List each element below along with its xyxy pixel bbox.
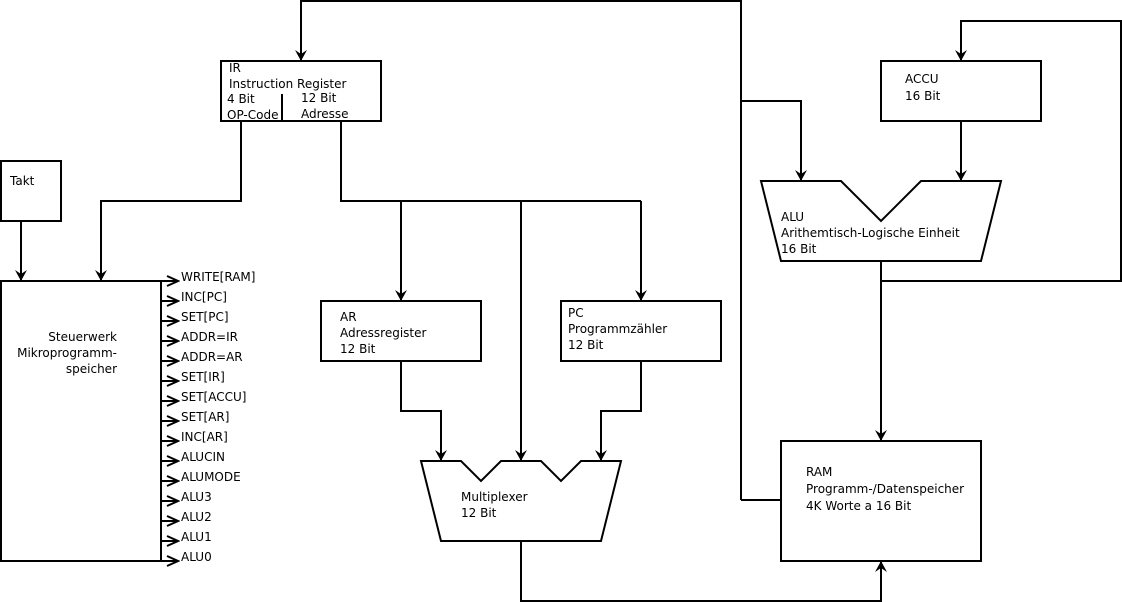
alu-label-2: Arithemtisch-Logische Einheit bbox=[781, 226, 960, 240]
control-signal-label: INC[PC] bbox=[181, 290, 227, 304]
ir-address-label: Adresse bbox=[301, 107, 349, 121]
ar-label-1: AR bbox=[340, 310, 357, 324]
mux-label-2: 12 Bit bbox=[461, 506, 497, 520]
wire-pc-to-mux bbox=[595, 361, 642, 461]
mux-label-1: Multiplexer bbox=[461, 490, 528, 504]
ir-name: IR bbox=[229, 61, 241, 75]
pc-label-2: Programmzähler bbox=[568, 322, 667, 336]
control-signal-label: SET[IR] bbox=[181, 370, 225, 384]
control-signals: WRITE[RAM] INC[PC] SET[PC] ADDR=IR ADDR=AR SE… bbox=[161, 270, 255, 564]
control-signal-label: INC[AR] bbox=[181, 430, 228, 444]
control-signal-label: ADDR=IR bbox=[181, 330, 238, 344]
wire-bus-to-ir bbox=[301, 0, 781, 501]
ram-block: RAM Programm-/Datenspeicher 4K Worte a 1… bbox=[780, 440, 982, 562]
multiplexer-block: Multiplexer 12 Bit bbox=[419, 460, 623, 542]
takt-label: Takt bbox=[9, 174, 35, 188]
control-signal-label: ALUCIN bbox=[181, 450, 225, 464]
control-signal-label: SET[AR] bbox=[181, 410, 229, 424]
takt-block: Takt bbox=[0, 160, 62, 222]
alu-block: ALU Arithemtisch-Logische Einheit 16 Bit bbox=[759, 180, 1003, 262]
wire-alu-to-accu-loop bbox=[881, 20, 1122, 282]
ram-label-1: RAM bbox=[806, 465, 832, 479]
ar-label-2: Adressregister bbox=[340, 326, 427, 340]
control-signal-label: WRITE[RAM] bbox=[181, 270, 255, 284]
accu-label-2: 16 Bit bbox=[905, 89, 941, 103]
steuerwerk-label-3: speicher bbox=[66, 362, 117, 376]
ir-address-bits: 12 Bit bbox=[301, 91, 337, 105]
wire-bus-to-alu bbox=[741, 100, 807, 181]
control-signal-label: ALUMODE bbox=[181, 470, 241, 484]
control-signal-label: SET[PC] bbox=[181, 310, 229, 324]
ram-label-3: 4K Worte a 16 Bit bbox=[806, 499, 911, 513]
alu-label-3: 16 Bit bbox=[781, 242, 817, 256]
steuerwerk-label-2: Mikroprogramm- bbox=[17, 346, 117, 360]
control-signal-label: SET[ACCU] bbox=[181, 390, 246, 404]
accu-block: ACCU 16 Bit bbox=[880, 60, 1042, 122]
wire-ir-address-bus bbox=[340, 122, 641, 202]
wire-ar-to-mux bbox=[400, 361, 447, 461]
ram-label-2: Programm-/Datenspeicher bbox=[806, 482, 964, 496]
accu-label-1: ACCU bbox=[905, 72, 939, 86]
steuerwerk-label-1: Steuerwerk bbox=[48, 330, 117, 344]
ar-label-3: 12 Bit bbox=[340, 342, 376, 356]
ir-opcode-label: OP-Code bbox=[227, 108, 278, 122]
control-signal-label: ALU1 bbox=[181, 530, 212, 544]
ir-block: IR Instruction Register 4 Bit OP-Code 12… bbox=[220, 60, 382, 122]
steuerwerk-block: Steuerwerk Mikroprogramm- speicher bbox=[0, 280, 162, 562]
pc-label-3: 12 Bit bbox=[568, 338, 604, 352]
control-signal-label: ALU0 bbox=[181, 550, 212, 564]
pc-label-1: PC bbox=[568, 306, 584, 320]
control-signal-label: ALU3 bbox=[181, 490, 212, 504]
alu-label-1: ALU bbox=[781, 210, 804, 224]
pc-block: PC Programmzähler 12 Bit bbox=[560, 300, 722, 362]
ar-block: AR Adressregister 12 Bit bbox=[320, 300, 482, 362]
ir-full-name: Instruction Register bbox=[229, 77, 347, 91]
wire-mux-to-ram bbox=[520, 541, 887, 602]
control-signal-label: ALU2 bbox=[181, 510, 212, 524]
ir-opcode-bits: 4 Bit bbox=[227, 92, 255, 106]
wire-opcode-to-steuerwerk bbox=[95, 122, 242, 281]
control-signal-label: ADDR=AR bbox=[181, 350, 243, 364]
